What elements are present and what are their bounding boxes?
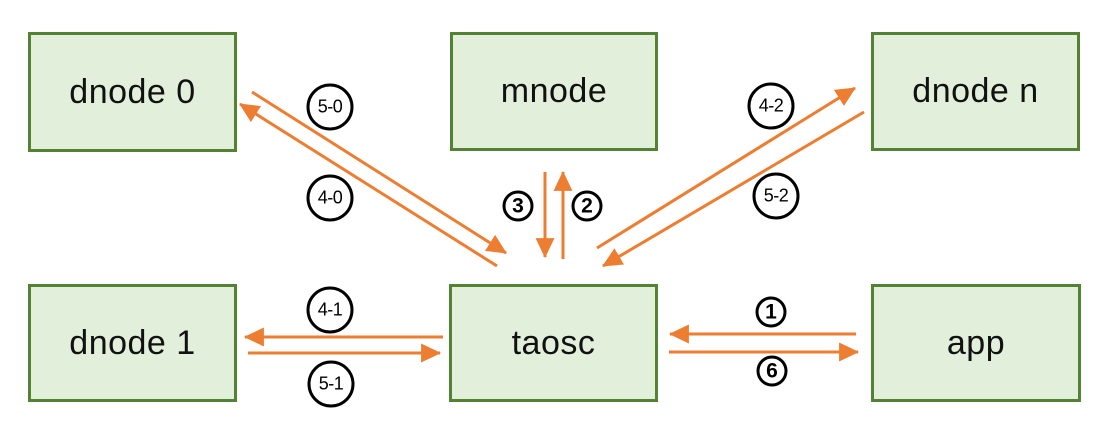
edge-label-5-0: 5-0 bbox=[306, 83, 354, 131]
edge-label-4-2: 4-2 bbox=[747, 82, 795, 130]
node-dnode-n-label: dnode n bbox=[912, 72, 1039, 110]
edge-label-4-1: 4-1 bbox=[306, 286, 354, 334]
node-taosc: taosc bbox=[449, 284, 658, 402]
arrow-4-2-taosc-to-dnoden bbox=[596, 86, 856, 250]
node-dnode-1: dnode 1 bbox=[28, 284, 237, 402]
node-mnode: mnode bbox=[450, 32, 658, 151]
edge-label-3: 3 bbox=[502, 190, 534, 222]
node-dnode-1-label: dnode 1 bbox=[69, 323, 196, 362]
node-dnode-0-label: dnode 0 bbox=[69, 72, 196, 111]
edge-label-6: 6 bbox=[756, 355, 788, 387]
node-app-label: app bbox=[946, 323, 1006, 362]
edge-label-4-0: 4-0 bbox=[306, 174, 354, 222]
arrow-4-0-taosc-to-dnode0 bbox=[239, 102, 498, 268]
arrow-5-0-dnode0-to-taosc bbox=[251, 90, 507, 255]
node-dnode-0: dnode 0 bbox=[28, 32, 237, 152]
arrow-5-2-dnoden-to-taosc bbox=[602, 110, 865, 268]
edge-label-1: 1 bbox=[755, 296, 787, 328]
node-dnode-n: dnode n bbox=[871, 32, 1080, 151]
edge-label-2: 2 bbox=[571, 190, 603, 222]
node-mnode-label: mnode bbox=[500, 72, 608, 110]
node-app: app bbox=[871, 284, 1081, 402]
edge-label-5-2: 5-2 bbox=[752, 172, 800, 220]
node-taosc-label: taosc bbox=[511, 323, 596, 362]
edge-label-5-1: 5-1 bbox=[307, 360, 355, 408]
